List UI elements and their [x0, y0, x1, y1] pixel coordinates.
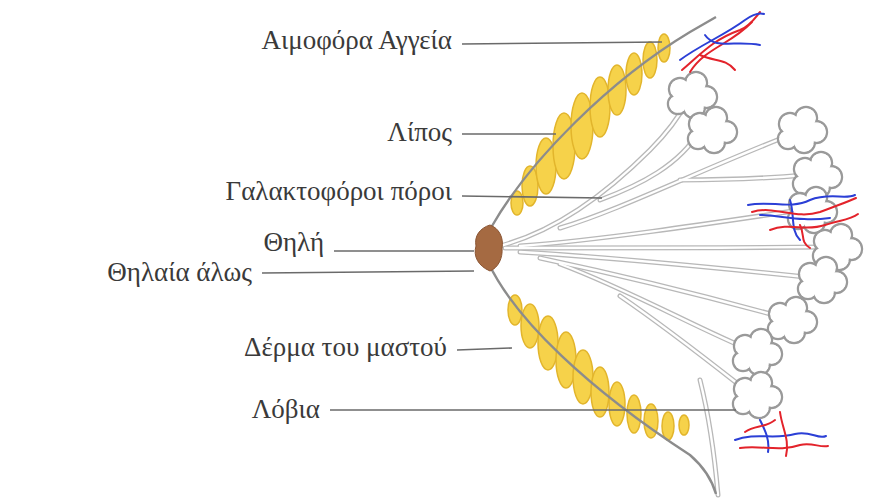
part-label: Γαλακτοφόροι πόροι: [226, 177, 452, 207]
part-label: Θηλή: [263, 228, 324, 258]
part-label: Αιμοφόρα Αγγεία: [262, 26, 453, 56]
part-label: Θηλαία άλως: [107, 258, 252, 288]
part-label: Λόβια: [252, 395, 320, 425]
part-label: Δέρμα του μαστού: [244, 333, 447, 363]
part-label: Λίπος: [387, 118, 452, 148]
